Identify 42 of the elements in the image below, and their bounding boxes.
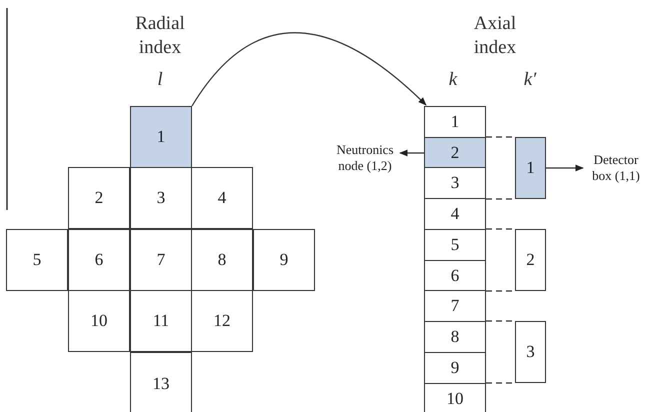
dashed-guide-line	[486, 198, 515, 200]
grid-cell: 3	[424, 167, 486, 199]
index-symbol: k	[448, 68, 458, 92]
node-label: Neutronics node (1,2)	[330, 138, 400, 178]
detector-box: 3	[515, 321, 546, 383]
grid-cell: 9	[253, 229, 315, 291]
dashed-guide-line	[486, 382, 515, 384]
dashed-guide-line	[486, 136, 515, 138]
grid-cell: 10	[68, 290, 130, 352]
grid-cell: 8	[424, 321, 486, 353]
grid-cell: 2	[424, 137, 486, 169]
grid-cell: 7	[130, 229, 192, 291]
grid-cell: 7	[424, 290, 486, 322]
grid-cell: 1	[424, 106, 486, 138]
detector-box: 2	[515, 229, 546, 291]
grid-cell: 9	[424, 352, 486, 384]
grid-cell: 2	[68, 167, 130, 229]
grid-cell: 4	[191, 167, 253, 229]
grid-cell: 12	[191, 290, 253, 352]
grid-cell: 6	[68, 229, 130, 291]
index-symbol: k′	[522, 68, 538, 92]
node-label: Detector box (1,1)	[585, 148, 646, 188]
axis-title: Radial index	[134, 12, 186, 60]
dashed-guide-line	[486, 290, 515, 292]
dashed-guide-line	[486, 228, 515, 230]
grid-cell: 6	[424, 260, 486, 292]
curved-arrow	[192, 32, 427, 106]
arrow	[399, 150, 424, 156]
grid-cell: 5	[424, 229, 486, 261]
grid-cell: 3	[130, 167, 192, 229]
grid-cell: 5	[6, 229, 68, 291]
dashed-guide-line	[486, 320, 515, 322]
detector-box: 1	[515, 137, 546, 199]
axis-title: Axial index	[472, 12, 518, 60]
index-symbol: l	[156, 68, 164, 92]
grid-cell: 8	[191, 229, 253, 291]
grid-cell: 4	[424, 198, 486, 230]
arrow	[546, 164, 584, 172]
grid-cell: 1	[130, 106, 192, 168]
grid-cell: 13	[130, 352, 192, 412]
grid-cell: 10	[424, 383, 486, 412]
grid-cell: 11	[130, 290, 192, 352]
